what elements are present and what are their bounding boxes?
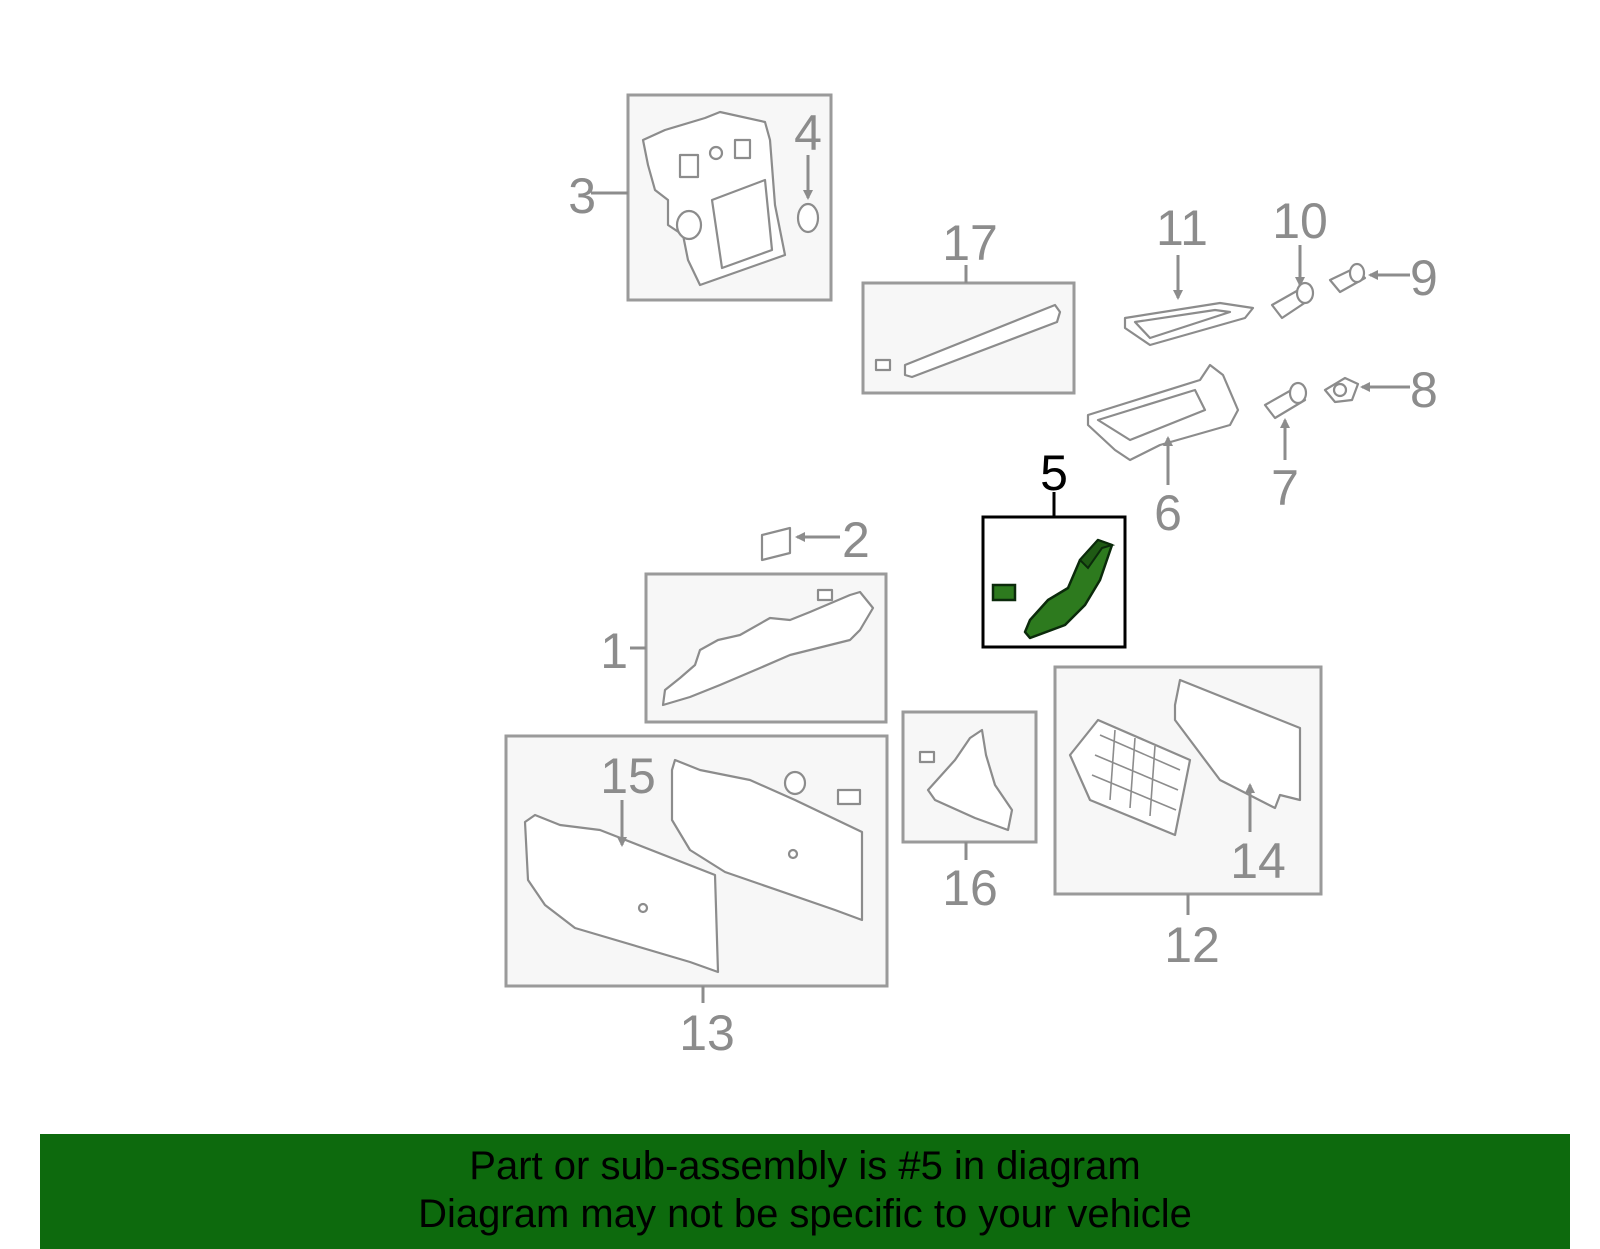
callout-13: 13 (679, 1005, 735, 1061)
part-8[interactable] (1323, 376, 1410, 404)
part-group-12[interactable] (1053, 665, 1323, 915)
banner-line-1: Part or sub-assembly is #5 in diagram (469, 1144, 1141, 1188)
callout-7: 7 (1271, 460, 1299, 516)
callout-8: 8 (1410, 362, 1438, 418)
part-2[interactable] (760, 526, 840, 562)
part-9[interactable] (1328, 262, 1410, 294)
callout-6: 6 (1154, 485, 1182, 541)
part-group-1[interactable] (630, 572, 888, 724)
callout-16: 16 (942, 860, 998, 916)
part-group-16[interactable] (901, 710, 1038, 860)
callout-4: 4 (794, 105, 822, 161)
part-group-3[interactable] (591, 93, 833, 302)
callout-9: 9 (1410, 250, 1438, 306)
part-10[interactable] (1270, 245, 1315, 320)
callout-10: 10 (1272, 193, 1328, 249)
callout-5: 5 (1040, 445, 1068, 501)
part-group-5-highlighted[interactable] (981, 492, 1127, 649)
part-group-17[interactable] (861, 265, 1076, 395)
part-group-13[interactable] (504, 734, 889, 1003)
callout-3: 3 (568, 168, 596, 224)
callout-14: 14 (1230, 833, 1286, 889)
callout-12: 12 (1164, 917, 1220, 973)
callout-2: 2 (842, 512, 870, 568)
callout-15: 15 (600, 748, 656, 804)
callout-11: 11 (1156, 200, 1208, 256)
info-banner: Part or sub-assembly is #5 in diagram Di… (40, 1134, 1570, 1249)
part-7[interactable] (1263, 381, 1308, 460)
part-6[interactable] (1086, 363, 1240, 485)
part-11[interactable] (1123, 255, 1255, 347)
callout-1: 1 (600, 623, 628, 679)
callout-17: 17 (942, 215, 998, 271)
banner-line-2: Diagram may not be specific to your vehi… (418, 1192, 1192, 1236)
